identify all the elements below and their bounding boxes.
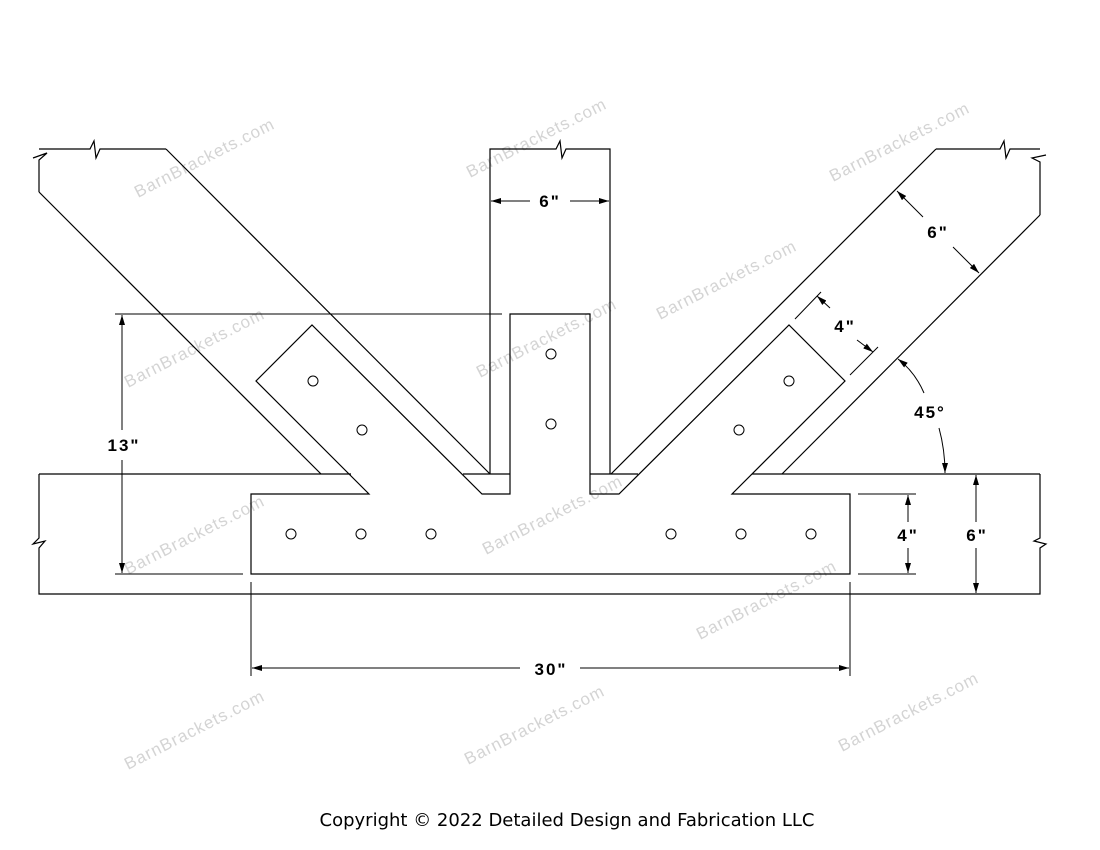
center-post: [489, 138, 611, 474]
watermark: BarnBrackets.com: [463, 94, 610, 181]
dim-label-plate-length: 30": [535, 660, 568, 679]
dimension-brace-width: 6": [896, 190, 980, 274]
bolt-hole: [805, 528, 817, 540]
dimension-post-width: 6": [491, 192, 609, 211]
watermark: BarnBrackets.com: [121, 686, 268, 773]
watermark: BarnBrackets.com: [835, 668, 982, 755]
dimension-brace-angle: 45°: [897, 358, 948, 474]
left-brace: [32, 138, 491, 475]
steel-bracket-plate: [250, 313, 851, 575]
watermark: BarnBrackets.com: [473, 294, 620, 381]
dimension-beam-height: 6": [966, 475, 988, 593]
right-brace: [610, 138, 1047, 475]
bolt-hole: [545, 348, 557, 360]
copyright-notice: Copyright © 2022 Detailed Design and Fab…: [319, 810, 815, 831]
bolt-hole: [425, 528, 437, 540]
main-beam: [31, 473, 1048, 595]
dim-label-beam-height: 6": [966, 526, 988, 545]
dim-label-post-width: 6": [539, 192, 561, 211]
dim-label-brace-angle: 45°: [914, 403, 946, 422]
bolt-hole: [355, 528, 367, 540]
dimension-plate-height: 13": [108, 313, 502, 575]
watermark: BarnBrackets.com: [693, 556, 840, 643]
bolt-hole: [735, 528, 747, 540]
bolt-hole: [733, 424, 745, 436]
watermark: BarnBrackets.com: [653, 236, 800, 323]
bolt-holes: [285, 348, 817, 540]
bolt-hole: [356, 424, 368, 436]
bolt-hole: [665, 528, 677, 540]
dim-label-plate-arm-width: 4": [834, 317, 856, 336]
dimension-plate-arm-width: 4": [794, 291, 879, 376]
bolt-hole: [545, 418, 557, 430]
watermark: BarnBrackets.com: [826, 98, 973, 185]
bolt-hole: [285, 528, 297, 540]
bolt-hole: [783, 375, 795, 387]
watermark: BarnBrackets.com: [479, 471, 626, 558]
watermark: BarnBrackets.com: [121, 491, 268, 578]
dim-label-brace-width: 6": [927, 223, 949, 242]
dim-label-plate-height: 13": [108, 436, 141, 455]
watermark: BarnBrackets.com: [131, 114, 278, 201]
watermark: BarnBrackets.com: [461, 681, 608, 768]
dimension-plate-leg-height: 4": [858, 493, 919, 575]
dim-label-plate-leg-height: 4": [897, 526, 919, 545]
bolt-hole: [307, 375, 319, 387]
dimension-plate-length: 30": [250, 582, 851, 679]
